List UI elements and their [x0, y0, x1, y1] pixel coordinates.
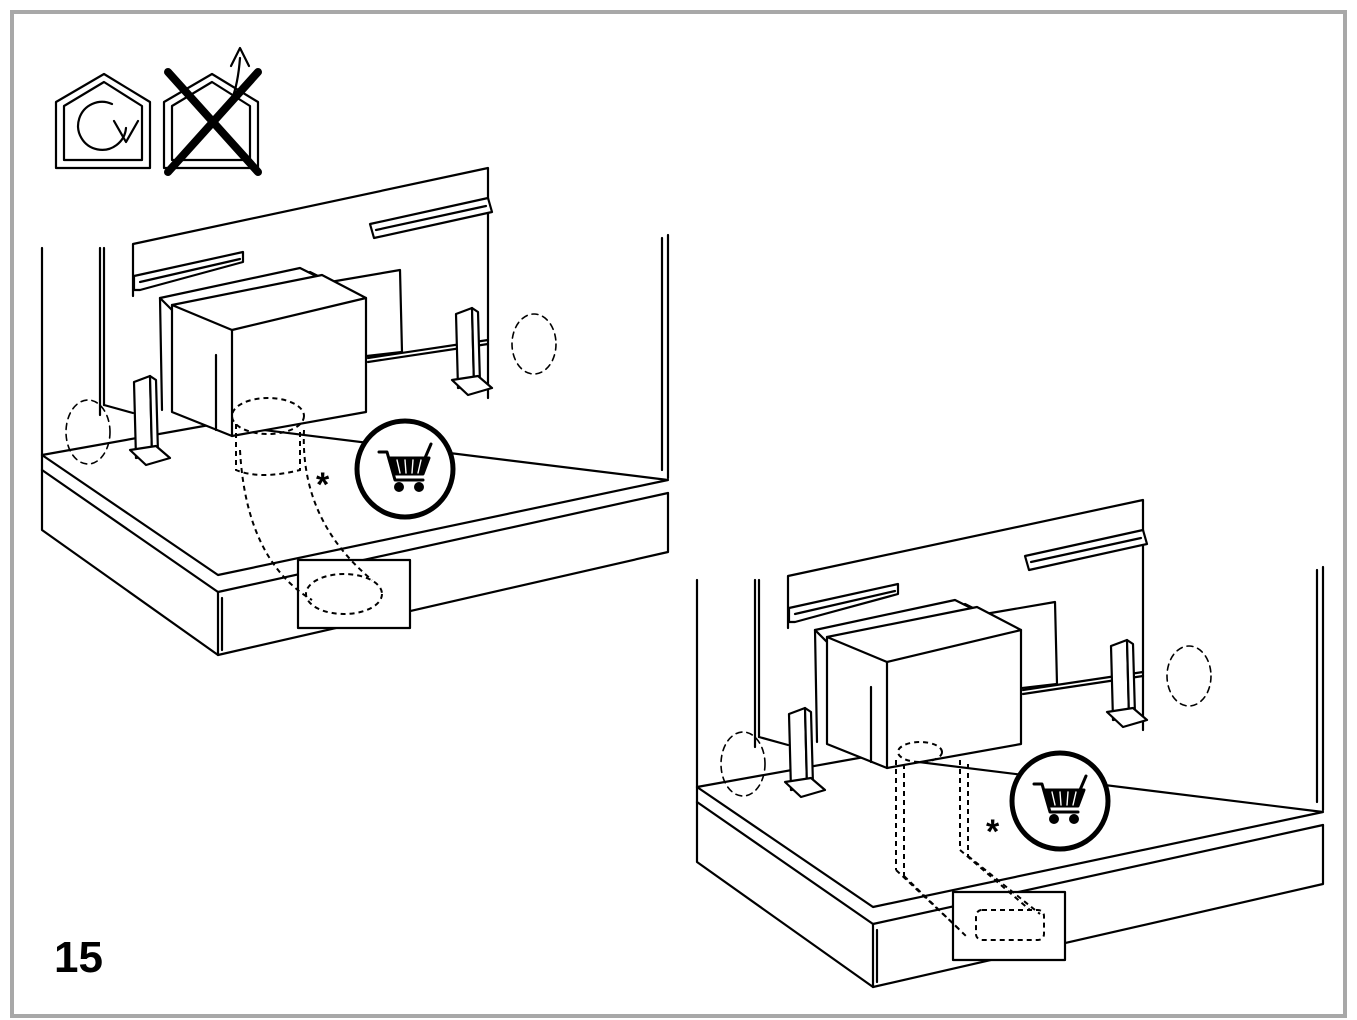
hood-recirculation-view-bottom — [697, 500, 1323, 987]
optional-accessory-marker: * — [986, 813, 1000, 851]
no-ducted-extraction-icon — [162, 46, 262, 176]
step-number: 15 — [54, 933, 103, 982]
optional-accessory-marker: * — [316, 466, 330, 504]
page-border — [10, 10, 1347, 1018]
recirculation-house-icon — [54, 72, 152, 170]
hood-recirculation-view-top — [42, 168, 668, 655]
